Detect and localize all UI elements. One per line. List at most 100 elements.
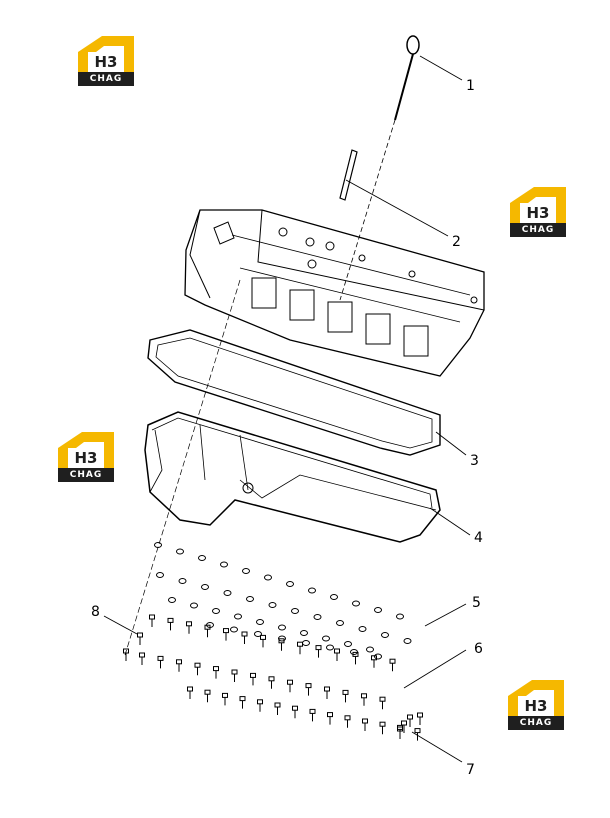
logo-mark: H3 [518,696,554,716]
leader-line-2 [345,179,449,237]
washer-icon [352,600,360,607]
washer-icon [223,590,232,596]
brand-logo: H3 CHAG [78,36,134,88]
washer-icon [403,638,412,644]
leader-line-1 [419,55,463,81]
washer-icon [322,635,330,642]
bolt-icon [389,658,396,672]
bolt-icon [137,632,143,645]
washer-icon [381,632,389,638]
bolt-icon [186,621,192,634]
bolt-icon [417,712,423,725]
bolt-icon [379,696,386,710]
bolt-icon [397,726,403,739]
bolt-icon [149,614,155,627]
logo-mark: H3 [520,203,556,223]
bolt-icon [305,683,312,696]
washer-icon [220,561,228,568]
bolt-icon [223,628,229,641]
bolt-icon [213,666,219,679]
bolt-icon [260,634,266,648]
bolt-icon [361,693,367,706]
washer-icon [366,646,374,653]
washer-icon [374,607,382,613]
washer-icon [300,630,308,636]
bolt-icon [334,648,340,661]
brand-logo: H3 CHAG [508,680,564,732]
callout-1: 1 [466,78,475,94]
logo-roof-icon [510,187,566,223]
washer-icon [344,641,352,647]
bolt-icon [241,631,248,644]
leader-line-8 [103,615,138,635]
bolt-icon [274,702,281,715]
callout-7: 7 [466,762,475,778]
logo-roof-icon [78,36,134,72]
logo-mark: H3 [68,448,104,468]
washer-icon [268,602,277,608]
bolt-icon [222,692,228,706]
callout-3: 3 [470,453,479,469]
bolt-icon [401,720,407,733]
bolt-icon [407,714,413,727]
leader-line-4 [429,507,471,536]
bolt-icon [204,624,211,638]
bolt-icon [250,672,256,686]
bolt-icon [176,659,182,672]
washer-group [154,542,412,660]
washer-icon [246,596,254,602]
engine-block-icon [184,209,485,377]
bolt-icon [268,676,275,689]
washer-icon [291,608,299,614]
washer-icon [326,644,334,651]
bolt-icon [167,617,174,631]
bolt-icon [231,669,238,682]
bolt-icon [362,718,368,731]
washer-icon [230,626,238,633]
washer-icon [176,548,184,555]
bolt-icon [123,648,129,661]
bolt-icon [139,652,145,665]
bolt-icon [297,641,303,655]
bolt-icon [324,686,330,699]
callout-4: 4 [474,530,483,546]
logo-roof-icon [58,432,114,468]
washer-icon [256,619,264,625]
washer-icon [374,653,382,660]
washer-icon [336,620,344,626]
washer-icon [254,631,262,637]
washer-icon [198,555,206,561]
washer-icon [302,640,310,646]
bolt-icon [239,696,246,709]
callout-2: 2 [452,234,461,250]
logo-name: CHAG [510,223,566,237]
washer-icon [278,624,286,631]
logo-mark: H3 [88,52,124,72]
gasket-icon [147,329,441,456]
washer-icon [308,587,316,594]
washer-icon [358,626,367,632]
washer-icon [264,574,272,581]
bolt-icon [187,686,193,699]
callout-6: 6 [474,641,483,657]
bolt-icon [371,655,377,668]
washer-icon [201,584,209,590]
brand-logo: H3 CHAG [510,187,566,239]
washer-icon [168,597,176,603]
guide-tube-icon [339,149,358,201]
washer-icon [212,608,220,614]
bolt-icon [278,638,285,651]
washer-icon [313,614,322,620]
washer-icon [330,594,338,600]
bolt-icon [257,699,263,712]
logo-name: CHAG [78,72,134,86]
washer-icon [178,578,187,584]
bolt-group [123,614,423,741]
bolt-icon [287,679,293,693]
bolt-icon [204,689,211,703]
bolt-icon [194,662,201,676]
leader-line-7 [411,731,463,763]
washer-icon [156,572,164,578]
